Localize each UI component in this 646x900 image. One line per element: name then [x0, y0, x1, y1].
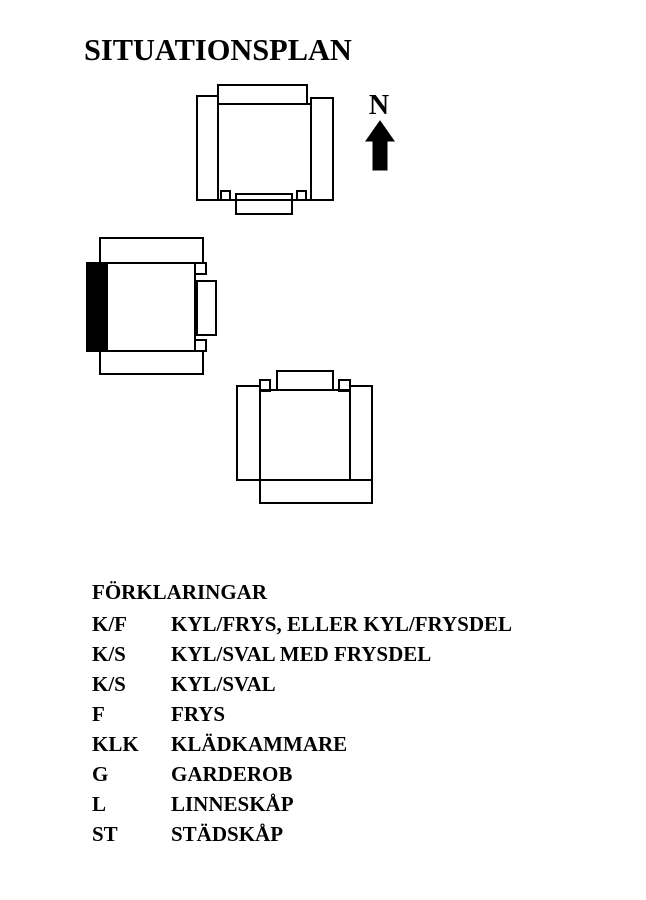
- building-middle-entrance: [196, 280, 217, 336]
- legend-row: F FRYS: [92, 699, 512, 729]
- building-top-body: [217, 103, 312, 201]
- legend-description: LINNESKÅP: [171, 792, 294, 816]
- legend-row: K/F KYL/FRYS, ELLER KYL/FRYSDEL: [92, 609, 512, 639]
- legend-description: KYL/FRYS, ELLER KYL/FRYSDEL: [171, 612, 513, 636]
- building-top-corner-left: [220, 190, 231, 201]
- building-bottom-left-wing: [236, 385, 261, 481]
- building-middle-body: [106, 262, 196, 352]
- building-middle-dark-wing: [86, 262, 108, 352]
- building-top-corner-right: [296, 190, 307, 201]
- legend-description: FRYS: [171, 702, 226, 726]
- legend-code: K/S: [92, 672, 126, 696]
- building-top: [196, 84, 334, 215]
- legend: FÖRKLARINGAR K/F KYL/FRYS, ELLER KYL/FRY…: [92, 580, 512, 849]
- legend-row: KLK KLÄDKAMMARE: [92, 729, 512, 759]
- building-bottom-right-wing: [349, 385, 373, 481]
- legend-description: KYL/SVAL: [171, 672, 276, 696]
- legend-code: F: [92, 702, 105, 726]
- building-bottom: [236, 370, 373, 504]
- building-top-bar: [217, 84, 308, 105]
- building-middle-corner-top: [194, 262, 207, 275]
- legend-description: STÄDSKÅP: [171, 822, 284, 846]
- legend-row: G GARDEROB: [92, 759, 512, 789]
- legend-row: K/S KYL/SVAL MED FRYSDEL: [92, 639, 512, 669]
- building-top-entrance: [235, 193, 293, 215]
- legend-code: ST: [92, 822, 118, 846]
- building-middle: [86, 237, 217, 375]
- north-arrow: N: [365, 90, 395, 171]
- legend-description: GARDEROB: [171, 762, 293, 786]
- building-bottom-entrance: [276, 370, 334, 391]
- legend-code: K/F: [92, 612, 127, 636]
- legend-row: L LINNESKÅP: [92, 789, 512, 819]
- legend-code: L: [92, 792, 107, 816]
- legend-description: KLÄDKAMMARE: [171, 732, 348, 756]
- building-middle-top-bar: [99, 237, 204, 264]
- legend-code: K/S: [92, 642, 126, 666]
- legend-code: KLK: [92, 732, 139, 756]
- building-bottom-bar: [259, 479, 373, 504]
- building-top-left-wing: [196, 95, 219, 201]
- north-arrow-icon: [365, 120, 395, 171]
- building-middle-corner-bottom: [194, 339, 207, 352]
- legend-description: KYL/SVAL MED FRYSDEL: [171, 642, 432, 666]
- building-middle-bottom-bar: [99, 350, 204, 375]
- legend-row: K/S KYL/SVAL: [92, 669, 512, 699]
- legend-code: G: [92, 762, 109, 786]
- legend-row: ST STÄDSKÅP: [92, 819, 512, 849]
- building-top-right-wing: [310, 97, 334, 201]
- north-label: N: [369, 90, 389, 121]
- building-bottom-body: [259, 389, 351, 481]
- site-plan: N: [86, 84, 395, 504]
- legend-heading: FÖRKLARINGAR: [92, 580, 268, 604]
- page-title: SITUATIONSPLAN: [84, 32, 352, 67]
